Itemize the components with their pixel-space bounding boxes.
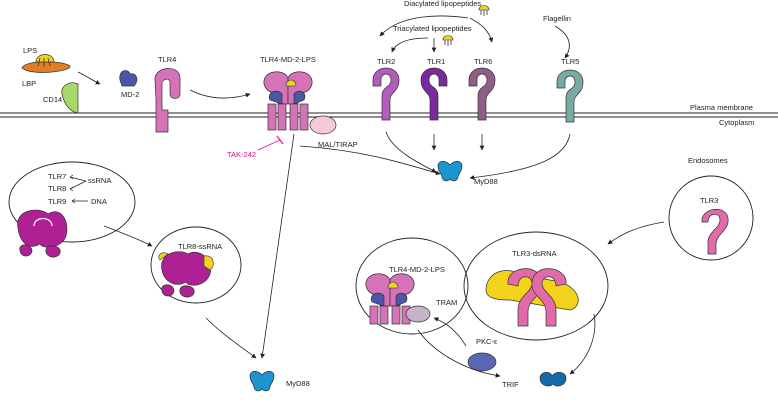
trif-label: TRIF [502,380,519,389]
myd88-bottom-label: MyD88 [286,379,310,388]
endosome-tlr7-8-9 [8,161,136,243]
ssrna-arrowheads [69,174,74,192]
cytoplasm-label: Cytoplasm [719,118,754,127]
myd88-bottom-protein [249,371,275,392]
pkc-label: PKC-ε [476,337,498,346]
tlr4-receptor [154,68,181,133]
triacylated-lipopeptide [442,35,454,47]
tlr1-receptor [420,67,448,121]
dna-label: DNA [91,197,107,206]
endosome-tlr3-dsrna [463,231,609,341]
tlr1-label: TLR1 [427,57,445,66]
lps-label: LPS [23,46,37,55]
arrow-tlr2-to-myd88 [385,131,437,173]
tlr5-label: TLR5 [561,57,579,66]
tlr4-label: TLR4 [158,55,176,64]
arrow-tlr4-to-complex [189,89,251,99]
myd88-top-protein [437,161,463,182]
tlr4-md2-lps-label: TLR4-MD-2-LPS [260,55,316,64]
arrow-complex-to-myd88-bottom [260,133,295,359]
diacylated-lipopeptide [478,5,490,17]
flagellin-label: Flagellin [543,14,571,23]
tlr9-label: TLR9 [48,197,66,206]
tlr3-label: TLR3 [700,196,718,205]
tlr6-receptor [468,67,496,121]
endosomes-label: Endosomes [688,156,728,165]
plasma-membrane-label: Plasma membrane [690,103,753,112]
tlr6-label: TLR6 [474,57,492,66]
tlr3-receptor [701,209,729,255]
tlr5-receptor [556,69,584,123]
lbp-label: LBP [22,79,36,88]
tlr9-dimer [17,209,68,258]
tlr8-ssrna-complex [158,251,214,298]
lbp-lps-complex [21,54,71,73]
arrow-tlr3-to-trif [569,313,596,375]
tlr4-md2-lps-endo-label: TLR4-MD-2-LPS [389,265,445,274]
arrow-to-tlr8-ssrna [103,225,153,247]
tlr2-label: TLR2 [377,57,395,66]
triacylated-label: Triacylated lipopeptides [393,24,472,33]
tlr8-label: TLR8 [48,184,66,193]
dna-arrow [71,198,88,204]
arrow-tlr3-to-dsrna [607,221,665,245]
tlr3-dsrna-complex [485,268,579,327]
arrow-diacyl-to-tlr2 [379,15,469,37]
tlr8-ssrna-label: TLR8-ssRNA [178,242,222,251]
tak242-label: TAK-242 [227,150,256,159]
tlr3-dsrna-label: TLR3-dsRNA [512,249,557,258]
arrow-flagellin-to-tlr5 [554,25,570,59]
tak242-inhibition-line [257,139,281,151]
endosome-tlr8-ssrna [150,226,242,304]
arrow-tlr5-to-myd88 [469,133,571,180]
tram-label: TRAM [436,298,457,307]
ssrna-label: ssRNA [88,176,111,185]
arrow-mal-to-myd88 [299,145,441,176]
tlr7-label: TLR7 [48,172,66,181]
diacylated-label: Diacylated lipopeptides [404,0,481,8]
mal-tirap-label: MAL/TIRAP [318,140,358,149]
arrow-tram-to-trif [417,329,501,378]
trif-protein [539,372,567,387]
pkc-protein [467,352,497,372]
tlr2-receptor [372,67,400,121]
tram-protein [405,305,431,323]
tak242-bar [276,135,284,145]
myd88-top-label: MyD88 [474,177,498,186]
mal-tirap-protein [309,115,337,135]
arrow-tlr8-to-myd88 [205,317,257,359]
arrow-pkc-to-tram [433,317,467,347]
arrow-lps-to-md2 [77,71,101,85]
md2-protein [119,70,138,87]
endosome-tlr4 [355,237,469,335]
arrow-triacyl-to-tlr2 [391,37,429,53]
tlr4-md2-lps-complex [263,71,313,131]
cd14-label: CD14 [43,95,62,104]
md2-label: MD-2 [121,90,139,99]
endosome-tlr3 [668,175,754,261]
ssrna-fork [69,176,87,190]
arrow-diacyl-to-tlr6 [469,17,494,43]
cd14-protein [61,82,79,114]
